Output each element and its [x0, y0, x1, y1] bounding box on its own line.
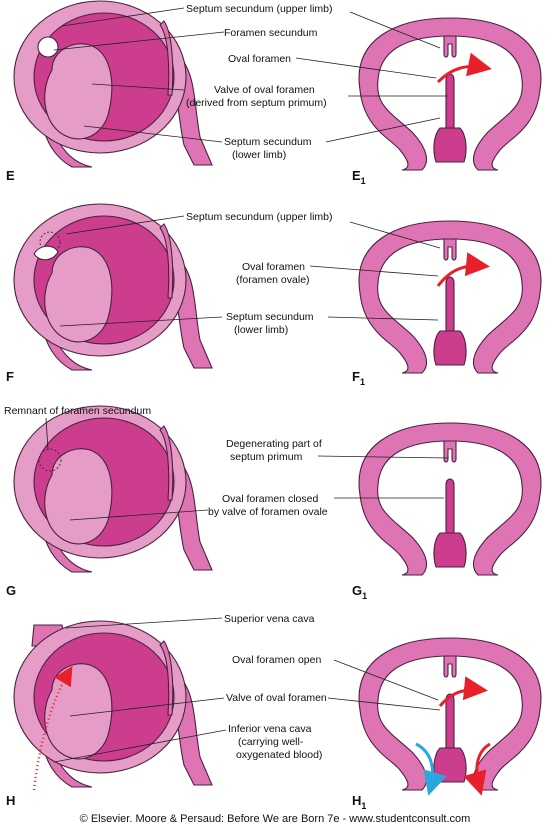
panel-h: H H1 Superior vena cava Oval foramen ope…	[6, 613, 542, 811]
oval-foramen-opening-f	[33, 245, 59, 261]
label-e-4: (derived from septum primum)	[186, 97, 327, 109]
label-f-0: Septum secundum (upper limb)	[186, 211, 332, 223]
panel-letter-h1: H1	[352, 793, 366, 811]
footer-credit: © Elsevier. Moore & Persaud: Before We a…	[80, 813, 471, 825]
label-h-5: oxygenated blood)	[236, 749, 322, 761]
panel-letter-h: H	[6, 793, 15, 808]
ivc-flow-arrow	[32, 665, 73, 791]
label-g-0: Remnant of foramen secundum	[4, 405, 151, 417]
dashed-foramen-f	[39, 231, 61, 253]
blood-flow-arrow-h	[438, 676, 488, 707]
label-g-1: Degenerating part of	[226, 438, 322, 450]
panel-letter-g: G	[6, 583, 16, 598]
blood-flow-arrow-f	[436, 252, 490, 287]
label-h-0: Superior vena cava	[224, 613, 315, 625]
label-e-5: Septum secundum	[224, 136, 312, 148]
label-e-6: (lower limb)	[232, 149, 286, 161]
label-e-1: Foramen secundum	[224, 27, 318, 39]
label-h-2: Valve of oval foramen	[226, 692, 327, 704]
panel-e: E E1 Septum secundum (upper limb) Forame…	[6, 0, 542, 186]
remnant-foramen-dashed	[38, 448, 62, 472]
label-h-4: (carrying well-	[238, 736, 304, 748]
label-f-3: Septum secundum	[226, 311, 314, 323]
label-h-1: Oval foramen open	[232, 654, 321, 666]
panel-g: G G1 Remnant of foramen secundum Degener…	[4, 405, 542, 601]
label-f-2: (foramen ovale)	[236, 274, 310, 286]
label-f-1: Oval foramen	[242, 261, 305, 273]
label-g-4: by valve of foramen ovale	[208, 506, 328, 518]
panel-letter-e1: E1	[352, 168, 366, 186]
label-f-4: (lower limb)	[234, 324, 288, 336]
blood-flow-arrow-e	[436, 52, 492, 84]
foramen-secundum-opening	[37, 36, 59, 58]
label-h-3: Inferior vena cava	[228, 723, 312, 735]
label-g-2: septum primum	[230, 451, 303, 463]
panel-letter-g1: G1	[352, 583, 367, 601]
red-flow-arrow-h-lower	[463, 742, 491, 796]
panel-f: F F1 Septum secundum (upper limb) Oval f…	[6, 203, 542, 387]
panel-letter-e: E	[6, 168, 15, 183]
label-e-3: Valve of oval foramen	[214, 84, 315, 96]
label-g-3: Oval foramen closed	[222, 493, 318, 505]
blue-flow-arrow-h	[415, 742, 447, 796]
label-e-2: Oval foramen	[228, 53, 291, 65]
label-e-0: Septum secundum (upper limb)	[186, 3, 332, 15]
panel-letter-f1: F1	[352, 369, 365, 387]
panel-letter-f: F	[6, 369, 14, 384]
